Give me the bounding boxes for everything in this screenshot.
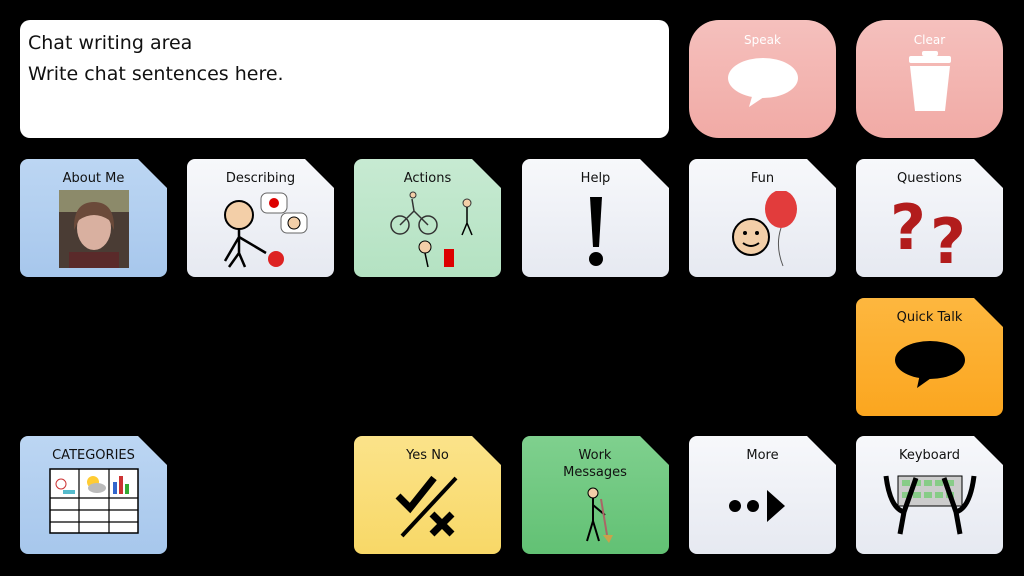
tile-describing[interactable]: Describing — [187, 159, 334, 277]
exclamation-icon — [588, 197, 603, 266]
tile-yes-no[interactable]: Yes No — [354, 436, 501, 554]
clear-button[interactable]: Clear — [856, 20, 1003, 138]
tile-categories[interactable]: CATEGORIES — [20, 436, 167, 554]
speak-label: Speak — [744, 33, 781, 47]
check-cross-icon — [395, 475, 457, 538]
categories-grid-icon — [48, 468, 139, 534]
svg-text:?: ? — [890, 191, 926, 264]
sweeping-person-icon — [585, 487, 613, 543]
chat-title: Chat writing area — [28, 32, 193, 54]
tile-label: Yes No — [406, 448, 449, 463]
tile-label: Keyboard — [898, 448, 961, 463]
tile-label: Actions — [403, 171, 452, 186]
tile-label: Describing — [225, 171, 296, 186]
tile-quick-talk[interactable]: Quick Talk — [856, 298, 1003, 416]
tile-questions[interactable]: Questions ?? — [856, 159, 1003, 277]
tile-label: More — [746, 448, 779, 463]
tile-about-me[interactable]: About Me — [20, 159, 167, 277]
tile-label: Questions — [897, 171, 962, 186]
trash-icon — [908, 51, 951, 111]
tile-label: Help — [580, 171, 611, 186]
tile-label: Work Messages — [563, 448, 627, 480]
describing-icon — [223, 192, 307, 268]
question-marks-icon: ?? — [890, 191, 966, 269]
tile-label: About Me — [62, 171, 125, 186]
speech-bubble-icon — [727, 58, 798, 107]
tile-more[interactable]: More — [689, 436, 836, 554]
balloon-face-icon — [731, 191, 797, 267]
tile-fun[interactable]: Fun — [689, 159, 836, 277]
actions-icon — [389, 191, 473, 268]
chat-placeholder: Write chat sentences here. — [28, 63, 284, 85]
more-arrow-icon — [728, 490, 785, 522]
profile-photo — [58, 190, 129, 268]
speak-button[interactable]: Speak — [689, 20, 836, 138]
tile-help[interactable]: Help — [522, 159, 669, 277]
clear-label: Clear — [913, 33, 946, 47]
tile-label: Fun — [750, 171, 775, 186]
tile-keyboard[interactable]: Keyboard — [856, 436, 1003, 554]
svg-text:?: ? — [930, 205, 966, 269]
tile-work-messages[interactable]: Work Messages — [522, 436, 669, 554]
tile-label: CATEGORIES — [52, 448, 135, 463]
tile-label: Quick Talk — [896, 310, 963, 325]
chat-writing-area[interactable]: Chat writing area Write chat sentences h… — [20, 20, 669, 138]
keyboard-hands-icon — [883, 475, 976, 535]
speech-bubble-icon — [894, 341, 965, 388]
tile-actions[interactable]: Actions — [354, 159, 501, 277]
